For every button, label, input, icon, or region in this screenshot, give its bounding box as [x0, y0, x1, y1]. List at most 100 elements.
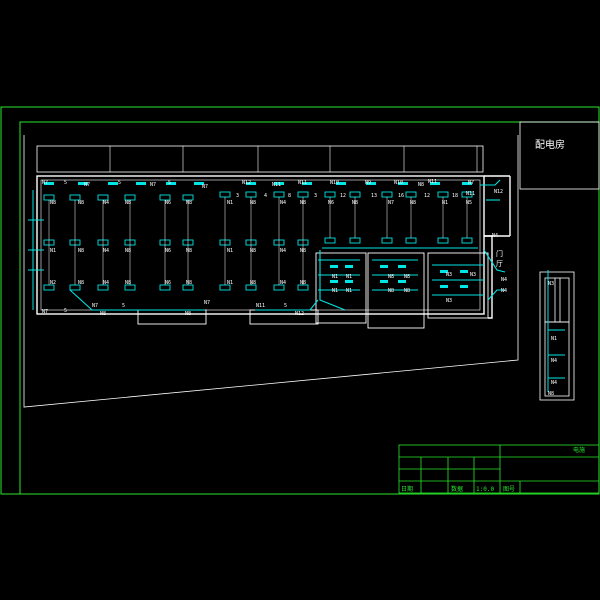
tag: N4	[103, 248, 109, 254]
top-fixtures	[44, 182, 472, 185]
tag: N4	[501, 277, 507, 283]
tag: N8	[125, 200, 131, 206]
tag: N7	[42, 180, 48, 186]
site-boundary	[23, 135, 519, 408]
tag: N8	[388, 274, 394, 280]
count: 3	[314, 193, 317, 199]
tag: N1	[227, 280, 233, 286]
tag: N1	[227, 200, 233, 206]
tag: N8	[418, 182, 424, 188]
tag: N9	[365, 180, 371, 186]
canopy-outline	[36, 145, 484, 173]
tag: N12	[242, 180, 251, 186]
tag: N1	[346, 274, 352, 280]
tag: N3	[446, 298, 452, 304]
tag: N8	[300, 200, 306, 206]
tag: N1	[551, 336, 557, 342]
tag: N8	[78, 200, 84, 206]
tag: N1	[227, 248, 233, 254]
tag: N3	[470, 272, 476, 278]
tag: N4	[551, 358, 557, 364]
count: 4	[264, 193, 267, 199]
count: 5	[122, 303, 125, 309]
left-feeders	[28, 190, 44, 310]
count: 16	[398, 193, 404, 199]
tag: N1	[332, 288, 338, 294]
tag: N11	[298, 180, 307, 186]
tag: N1	[442, 200, 448, 206]
tag: N4	[280, 280, 286, 286]
door-label: 门	[496, 249, 503, 258]
title-block-sheet: 电施	[573, 446, 585, 454]
tag: N4	[551, 380, 557, 386]
building-walls	[36, 175, 511, 329]
distribution-room-box	[519, 121, 600, 190]
count: 5	[64, 308, 67, 314]
room-fixtures	[330, 265, 468, 288]
tag: N3	[548, 281, 554, 287]
side-detail-wiring	[547, 270, 565, 392]
tag: N7	[388, 200, 394, 206]
tag: N8	[100, 311, 106, 317]
tag: N3	[446, 272, 452, 278]
title-block-scale: 1:0.0	[476, 486, 494, 493]
tag: N5	[466, 200, 472, 206]
tag: N8	[185, 311, 191, 317]
count: 5	[64, 180, 67, 186]
tag: N11	[272, 182, 281, 188]
inner-frame	[19, 121, 600, 495]
count: 18	[452, 193, 458, 199]
count: 5	[284, 303, 287, 309]
tag: N8	[548, 391, 554, 397]
tag: N11	[466, 191, 475, 197]
tag: N8	[50, 200, 56, 206]
title-block-drawing-no: 图号	[503, 486, 515, 493]
canopy-dividers	[109, 146, 478, 172]
count: 5	[118, 180, 121, 186]
tag: N10	[394, 180, 403, 186]
tag: N7	[204, 300, 210, 306]
tag: N8	[78, 248, 84, 254]
count: 13	[371, 193, 377, 199]
tag: N12	[295, 311, 304, 317]
tag: N8	[186, 248, 192, 254]
tag: N6	[165, 248, 171, 254]
tag: N8	[125, 248, 131, 254]
count: 3	[236, 193, 239, 199]
distribution-room-label: 配电房	[535, 138, 565, 151]
tag: N12	[494, 189, 503, 195]
hall-label: 厅	[496, 260, 503, 268]
title-block-date-label: 日期	[401, 485, 413, 493]
tag: N2	[50, 280, 56, 286]
circuit-tags: N7 N7 N7 N7 N12 N11 N11 N10 N9 N10 N8 N1…	[42, 179, 507, 317]
tag: N8	[125, 280, 131, 286]
tag: N6	[165, 200, 171, 206]
tag: N7	[150, 182, 156, 188]
tag: N11	[428, 179, 437, 185]
count: 12	[340, 193, 346, 199]
tag: N8	[388, 288, 394, 294]
tag: N8	[300, 280, 306, 286]
title-block	[398, 444, 600, 494]
circuit-runs	[48, 197, 468, 285]
tag: N10	[330, 180, 339, 186]
feeder-wiring	[69, 179, 506, 311]
tag: N4	[280, 200, 286, 206]
tag: N7	[468, 180, 474, 186]
tag: N8	[250, 248, 256, 254]
outer-frame	[0, 106, 600, 495]
tag: N8	[250, 200, 256, 206]
tag: N8	[78, 280, 84, 286]
tag: N8	[404, 274, 410, 280]
tag: N7	[202, 184, 208, 190]
side-detail	[539, 271, 575, 401]
tag: N8	[186, 200, 192, 206]
tag: N8	[300, 248, 306, 254]
tag: N1	[346, 288, 352, 294]
tag: N4	[280, 248, 286, 254]
circuit-counts: 5 5 5 3 4 8 3 12 13 16 12 18 5 5 5	[64, 180, 458, 314]
tag: N7	[84, 182, 90, 188]
tag: N7	[42, 309, 48, 315]
